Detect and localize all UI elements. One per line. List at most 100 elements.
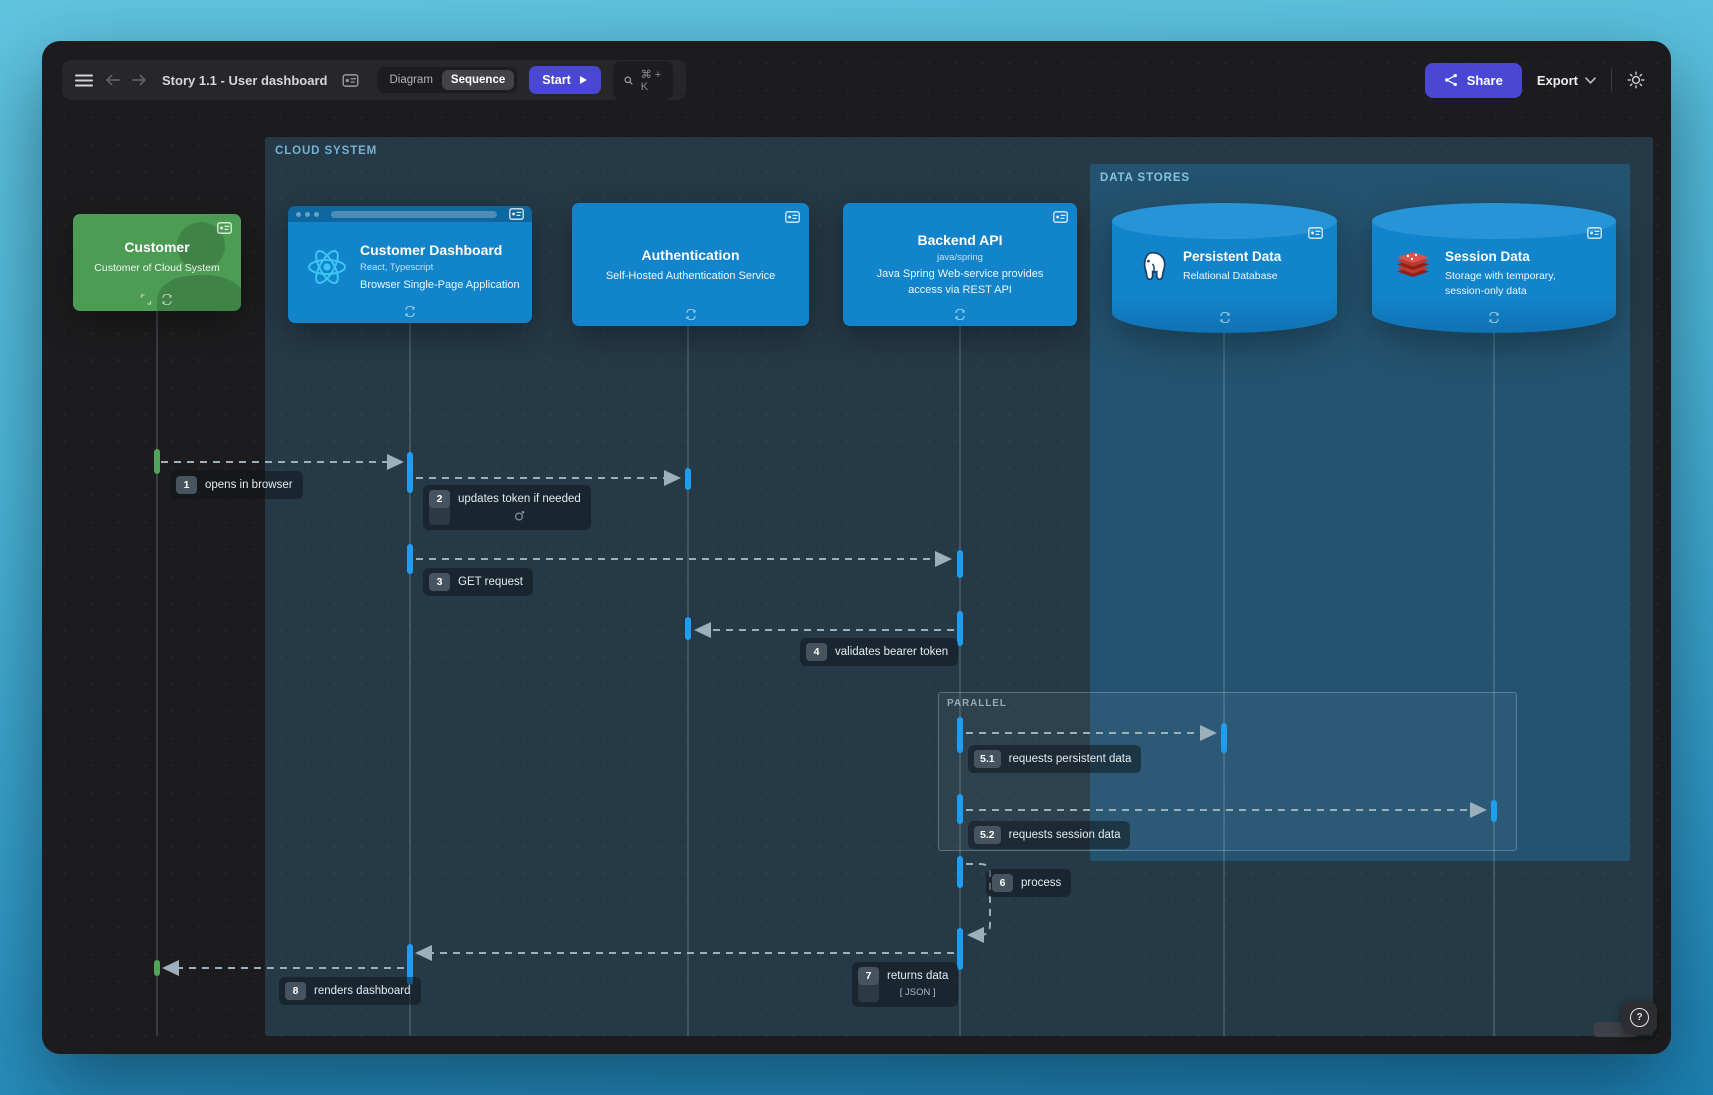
actor-session-data[interactable]: Session Data Storage with temporary, ses… [1372,203,1616,333]
message-label: validates bearer token [835,646,949,658]
actor-title: Customer Dashboard [360,242,503,258]
message-number-badge: 2 [429,490,450,509]
tab-sequence[interactable]: Sequence [441,70,515,90]
message-number-badge: 3 [429,573,450,592]
mode-switcher: Diagram Sequence [377,67,518,93]
app-window: CLOUD SYSTEM DATA STORES PARALLEL [42,41,1671,1054]
start-label: Start [542,73,571,87]
message-label: renders dashboard [314,985,411,997]
actor-type-icon [1587,227,1602,239]
browser-chrome [288,206,532,222]
actor-authentication[interactable]: Authentication Self-Hosted Authenticatio… [572,203,809,326]
browser-dot-icon [305,211,310,217]
cloud-system-label: CLOUD SYSTEM [275,145,378,157]
message-4[interactable]: 4 validates bearer token [800,638,959,667]
message-label: process [1021,877,1062,889]
export-label: Export [1536,72,1578,88]
actor-description: Storage with temporary, session-only dat… [1445,270,1556,298]
actor-description: Browser Single-Page Application [360,279,520,291]
share-button[interactable]: Share [1424,62,1522,98]
actor-title: Backend API [917,232,1003,249]
actor-persistent-data[interactable]: Persistent Data Relational Database [1112,203,1337,333]
message-7[interactable]: 7 returns data [ JSON ] [852,962,959,1008]
actor-title: Session Data [1445,249,1530,264]
share-label: Share [1466,72,1503,88]
diagram-canvas[interactable]: CLOUD SYSTEM DATA STORES PARALLEL [42,41,1671,1054]
message-number-badge: 8 [285,982,306,1001]
message-label: requests session data [1008,829,1121,841]
actor-customer[interactable]: Customer Customer of Cloud System [73,214,241,311]
message-sublabel: [ JSON ] [899,987,936,999]
actor-backend-api[interactable]: Backend API java/spring Java Spring Web-… [843,203,1077,326]
search-button[interactable]: ⌘ + K [612,60,673,100]
message-label: opens in browser [205,479,293,491]
parallel-label: PARALLEL [947,698,1007,709]
message-6[interactable]: 6 process [986,869,1072,898]
search-shortcut: ⌘ + K [640,68,662,93]
badge-tail [429,506,450,526]
tab-diagram[interactable]: Diagram [389,74,433,86]
sync-icon [161,293,174,306]
actor-technology: React, Typescript [360,262,434,273]
back-button[interactable] [105,74,120,86]
message-number-badge: 1 [176,476,197,495]
toolbar: Story 1.1 - User dashboard Diagram Seque… [62,60,686,100]
browser-address-bar [331,210,497,218]
sync-icon [1488,311,1501,324]
menu-button[interactable] [75,74,93,87]
message-number-badge: 5.2 [974,826,1001,845]
sync-icon [954,308,967,321]
actor-type-icon [509,208,524,220]
message-label: returns data [887,970,949,982]
message-1[interactable]: 1 opens in browser [170,471,303,500]
message-label: updates token if needed [458,493,581,505]
message-number-badge: 5.1 [974,750,1001,769]
message-label: requests persistent data [1008,753,1132,765]
message-2[interactable]: 2 updates token if needed [423,485,591,531]
search-icon [624,75,633,85]
message-5-2[interactable]: 5.2 requests session data [968,821,1131,850]
message-5-1[interactable]: 5.1 requests persistent data [968,745,1142,774]
actor-title: Persistent Data [1183,249,1282,264]
redis-icon [1394,249,1432,281]
chevron-down-icon [1585,76,1596,84]
person-icon [157,222,241,311]
message-label: GET request [458,576,523,588]
share-icon [1444,73,1457,87]
loop-icon [513,510,525,522]
actor-technology: java/spring [937,252,983,264]
diagram-type-icon[interactable] [342,73,359,87]
toolbar-right: Share Export [1424,60,1645,100]
message-3[interactable]: 3 GET request [423,568,533,597]
actor-type-icon [217,222,232,234]
actor-description: Customer of Cloud System [94,262,220,274]
start-button[interactable]: Start [529,66,601,94]
question-icon: ? [1630,1008,1649,1027]
actor-description: Self-Hosted Authentication Service [605,269,776,282]
message-8[interactable]: 8 renders dashboard [279,977,421,1006]
toolbar-divider [1611,69,1612,91]
actor-title: Customer [124,239,190,255]
actor-title: Authentication [641,246,740,263]
badge-tail [858,983,879,1003]
sync-icon [1218,311,1231,324]
sun-icon [1627,71,1645,89]
browser-dot-icon [296,211,301,217]
actor-customer-dashboard[interactable]: Customer Dashboard React, Typescript Bro… [288,206,532,323]
expand-icon [140,294,152,305]
cylinder-body [1372,221,1616,333]
export-button[interactable]: Export [1537,73,1596,88]
forward-button[interactable] [132,74,147,86]
browser-dot-icon [314,211,319,217]
help-button[interactable]: ? [1622,1001,1657,1034]
message-number-badge: 7 [858,967,879,986]
sequence-arrows-layer [154,311,1497,1036]
actor-type-icon [1308,227,1323,239]
sync-icon [404,305,417,318]
theme-toggle-button[interactable] [1627,71,1645,89]
actor-type-icon [785,211,800,223]
actor-description: Java Spring Web-service provides access … [876,268,1044,296]
message-number-badge: 6 [992,874,1013,893]
message-number-badge: 4 [806,643,827,662]
